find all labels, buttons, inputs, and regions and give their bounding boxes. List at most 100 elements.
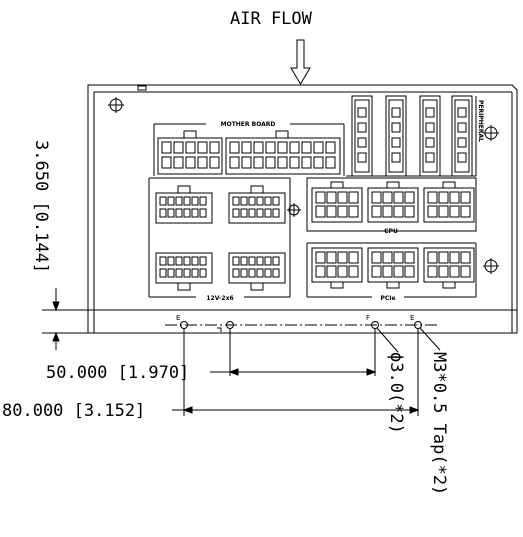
connector-pin — [272, 196, 280, 206]
pcie-connectors — [311, 247, 475, 289]
connector-pin — [337, 265, 348, 278]
connector-pin — [272, 208, 280, 218]
connector-pin — [191, 268, 199, 278]
connector-pin — [256, 268, 264, 278]
pcie-connector-latch — [442, 281, 456, 289]
connector-pin — [427, 205, 438, 218]
connector-pin — [449, 265, 460, 278]
connector-pin — [175, 196, 183, 206]
width-80-label: 80.000 [3.152] — [2, 401, 145, 421]
connector-pin — [337, 251, 348, 264]
connector-pin — [348, 265, 359, 278]
connector-pin — [289, 141, 300, 154]
connector-pin — [175, 256, 183, 266]
cpu-connector-latch — [330, 181, 344, 189]
vertical-dimension: 3.650 [0.144] — [31, 140, 80, 350]
connector-pin — [289, 156, 300, 169]
connector-pin — [326, 205, 337, 218]
pcie-connector-latch — [330, 281, 344, 289]
connector-pin — [348, 205, 359, 218]
motherboard-label: MOTHER BOARD — [221, 121, 276, 128]
connector-pin — [393, 191, 404, 204]
connector-pin — [256, 256, 264, 266]
hole-diameter-callout: ϕ3.0(*2) — [376, 327, 406, 434]
connector-pin — [313, 141, 324, 154]
connector-pin — [256, 196, 264, 206]
connector-pin — [393, 265, 404, 278]
connector-pin — [326, 191, 337, 204]
connector-pin — [264, 268, 272, 278]
connector-pin — [253, 141, 264, 154]
connector-pin — [393, 251, 404, 264]
connector-pin — [175, 208, 183, 218]
connector-pin — [371, 205, 382, 218]
connector-pin — [404, 191, 415, 204]
connector-pin — [240, 208, 248, 218]
connector-pin — [240, 256, 248, 266]
connector-pin — [404, 251, 415, 264]
connector-pin — [173, 156, 184, 169]
aux-12v-connectors — [155, 185, 286, 291]
cpu-label: CPU — [384, 228, 398, 235]
connector-pin — [159, 256, 167, 266]
connector-pin — [313, 156, 324, 169]
connector-pin — [371, 265, 382, 278]
peripheral-connector-inner — [354, 99, 370, 173]
connector-pin — [264, 196, 272, 206]
connector-pin — [272, 256, 280, 266]
tap-hole-left-icon — [180, 321, 188, 329]
tap-label: M3*0.5 Tap(*2) — [429, 352, 449, 495]
connector-pin — [209, 156, 220, 169]
connector-pin — [391, 152, 401, 163]
connector-pin — [229, 156, 240, 169]
connector-pin — [427, 265, 438, 278]
width-50-label: 50.000 [1.970] — [46, 363, 189, 383]
connector-pin — [449, 191, 460, 204]
connector-pin — [457, 152, 467, 163]
connector-pin — [427, 251, 438, 264]
connector-pin — [393, 205, 404, 218]
peripheral-connector-group: PERIPHERAL — [346, 95, 484, 177]
width-80-dimension: 80.000 [3.152] — [2, 329, 420, 421]
aux-connector-latch — [177, 185, 191, 194]
connector-pin — [315, 205, 326, 218]
pcie-label: PCIe — [380, 295, 395, 302]
mount-mark-right-icon — [483, 258, 499, 274]
connector-pin — [457, 137, 467, 148]
connector-pin — [391, 122, 401, 133]
pcie-connector-latch — [386, 281, 400, 289]
connector-pin — [382, 251, 393, 264]
connector-pin — [404, 205, 415, 218]
connector-pin — [449, 251, 460, 264]
connector-pin — [337, 191, 348, 204]
connector-pin — [438, 251, 449, 264]
hole-label-f-right: F — [366, 314, 370, 322]
vertical-dim-label: 3.650 [0.144] — [31, 140, 51, 273]
connector-pin — [371, 191, 382, 204]
connector-pin — [371, 251, 382, 264]
connector-pin — [460, 251, 471, 264]
connector-pin — [248, 208, 256, 218]
connector-pin — [315, 265, 326, 278]
connector-pin — [391, 107, 401, 118]
aux-connector-latch — [177, 282, 191, 291]
connector-pin — [183, 256, 191, 266]
cpu-connector-latch — [442, 181, 456, 189]
connector-pin — [199, 208, 207, 218]
connector-pin — [382, 191, 393, 204]
connector-pin — [382, 265, 393, 278]
connector-pin — [248, 268, 256, 278]
motherboard-pin-grid — [161, 141, 336, 169]
guide-hole-right-icon — [371, 321, 379, 329]
peripheral-connectors — [351, 95, 473, 177]
connector-pin — [199, 196, 207, 206]
connector-pin — [197, 141, 208, 154]
aux-12v-connector-group: 12V-2x6 — [148, 177, 291, 302]
peripheral-connector-inner — [388, 99, 404, 173]
connector-pin — [382, 205, 393, 218]
connector-pin — [256, 208, 264, 218]
connector-pin — [460, 265, 471, 278]
peripheral-connector-inner — [454, 99, 470, 173]
connector-pin — [159, 268, 167, 278]
